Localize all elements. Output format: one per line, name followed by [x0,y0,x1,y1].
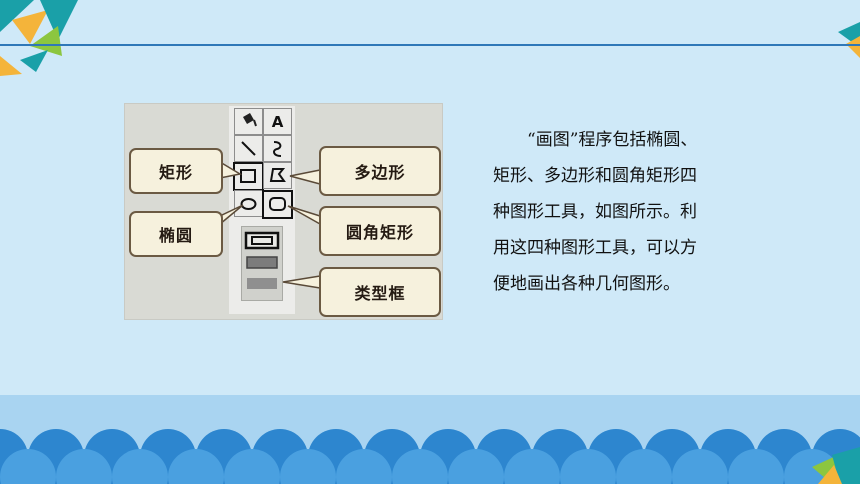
callout-rectangle: 矩形 [129,148,223,194]
paint-toolbox-figure: A [125,104,442,319]
text-tool-glyph: A [272,113,284,131]
caption-line: 便地画出各种几何图形。 [493,274,680,294]
callout-polygon: 多边形 [319,146,441,196]
curve-tool[interactable] [263,135,292,162]
fill-bucket-icon [243,113,257,127]
caption-line: 矩形、多边形和圆角矩形四 [493,166,697,186]
line-icon [241,141,256,156]
caption-line: 种图形工具，如图所示。利 [493,202,697,222]
callout-type-box: 类型框 [319,267,441,317]
ellipse-tool[interactable] [234,190,263,217]
polygon-tool[interactable] [263,162,292,189]
callout-ellipse: 椭圆 [129,211,223,257]
ellipse-icon [240,198,257,210]
type-box[interactable] [241,226,283,301]
rounded-rectangle-tool[interactable] [262,190,293,219]
caption-line: 用这四种图形工具，可以方 [493,238,697,258]
fill-bucket-tool[interactable] [234,108,263,135]
polygon-icon [269,168,286,182]
curve-icon [272,141,282,157]
caption-line: “画图”程序包括椭圆、 [527,130,698,150]
rounded-rectangle-icon [269,197,286,211]
wave-pattern [0,429,860,484]
triangle-decoration [0,0,860,76]
fill-style-options [244,231,280,289]
line-tool[interactable] [234,135,263,162]
callout-rounded-rectangle: 圆角矩形 [319,206,441,256]
text-tool[interactable]: A [263,108,292,135]
header-divider [0,44,860,46]
rectangle-icon [240,169,256,183]
description-text: “画图”程序包括椭圆、 矩形、多边形和圆角矩形四 种图形工具，如图所示。利 用这… [493,122,793,302]
